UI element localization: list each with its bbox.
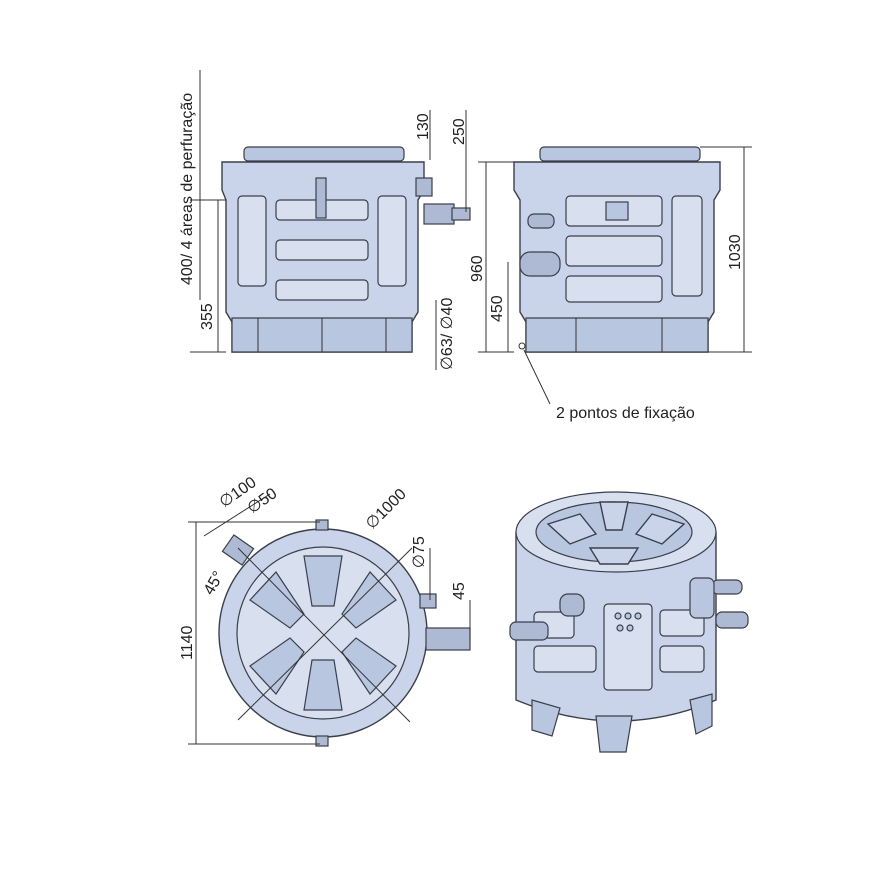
dim-355: 355: [199, 303, 216, 330]
isometric-view: [509, 491, 749, 753]
dim-1140: 1140: [179, 625, 196, 660]
dim-130: 130: [415, 113, 432, 140]
dim-75: ∅75: [411, 536, 428, 568]
dim-450: 450: [489, 295, 506, 322]
dim-250: 250: [451, 118, 468, 145]
dim-960: 960: [469, 255, 486, 282]
front-view: [190, 70, 471, 370]
dim-63-40: ∅63/ ∅40: [439, 298, 456, 370]
side-view: [478, 146, 752, 405]
dim-45: 45: [451, 582, 468, 600]
label-perforation-areas: 400/ 4 áreas de perfuração: [179, 93, 196, 285]
angle-45: 45°: [201, 569, 228, 598]
dim-1000: ∅1000: [363, 486, 410, 533]
top-view: [188, 493, 471, 747]
label-fixation-points: 2 pontos de fixação: [556, 405, 695, 422]
dim-1030: 1030: [727, 234, 744, 270]
